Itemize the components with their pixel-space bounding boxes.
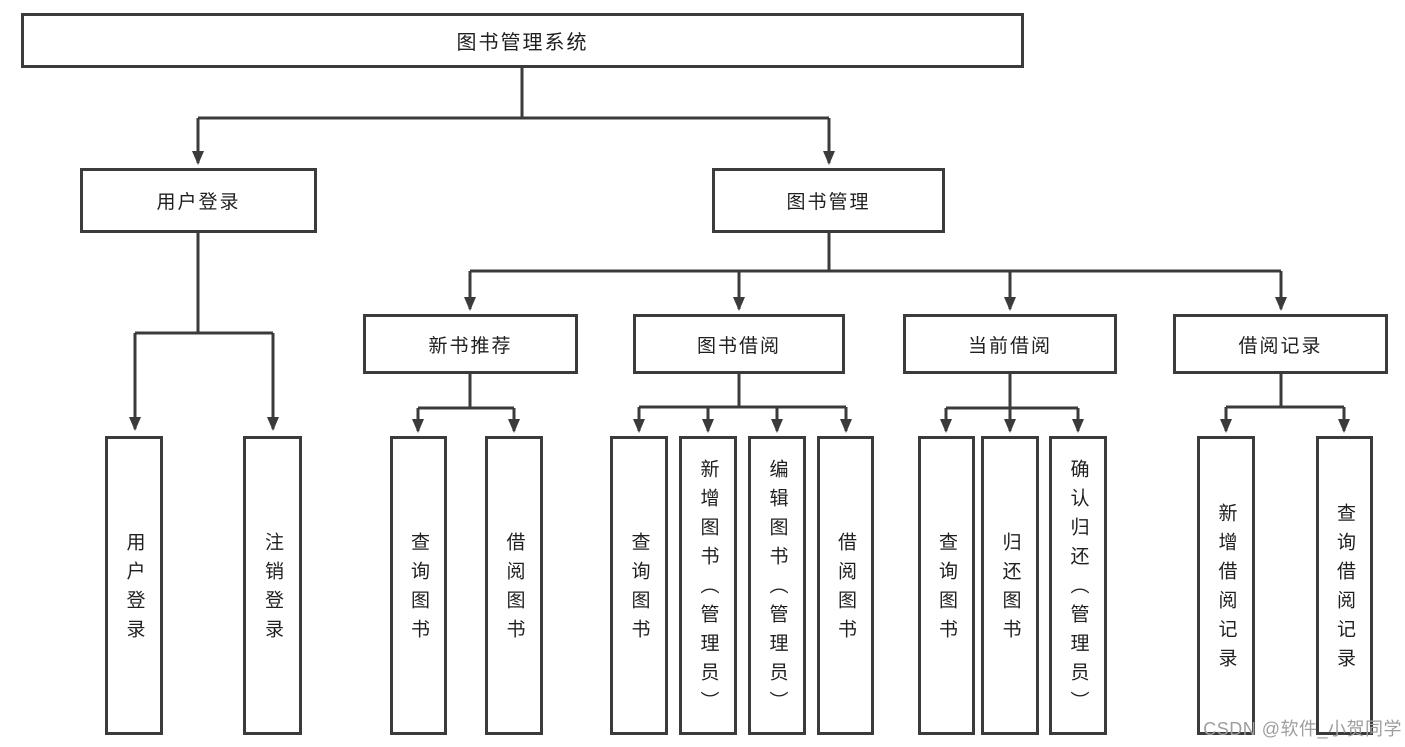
csdn-watermark: CSDN @软件_小贺同学 (1203, 719, 1402, 739)
leaf-edit-book-admin: 编辑图书（管理员） (748, 436, 806, 735)
node-new-book-recommend: 新书推荐 (363, 314, 578, 374)
leaf-query-books-3: 查询图书 (918, 436, 975, 735)
node-current-borrow: 当前借阅 (903, 314, 1117, 374)
leaf-add-borrow-record: 新增借阅记录 (1197, 436, 1255, 735)
node-user-login: 用户登录 (80, 168, 317, 233)
leaf-add-book-admin: 新增图书（管理员） (679, 436, 737, 735)
leaf-query-borrow-record: 查询借阅记录 (1316, 436, 1373, 735)
node-book-management: 图书管理 (712, 168, 945, 233)
leaf-confirm-return-admin: 确认归还（管理员） (1049, 436, 1107, 735)
leaf-query-books-1: 查询图书 (390, 436, 447, 735)
node-borrow-records: 借阅记录 (1173, 314, 1388, 374)
leaf-borrow-books-1: 借阅图书 (485, 436, 543, 735)
leaf-query-books-2: 查询图书 (610, 436, 668, 735)
node-book-borrow: 图书借阅 (633, 314, 845, 374)
node-root: 图书管理系统 (21, 13, 1024, 68)
leaf-return-book: 归还图书 (981, 436, 1039, 735)
leaf-borrow-books-2: 借阅图书 (817, 436, 874, 735)
leaf-user-login: 用户登录 (105, 436, 163, 735)
leaf-logout: 注销登录 (243, 436, 302, 735)
